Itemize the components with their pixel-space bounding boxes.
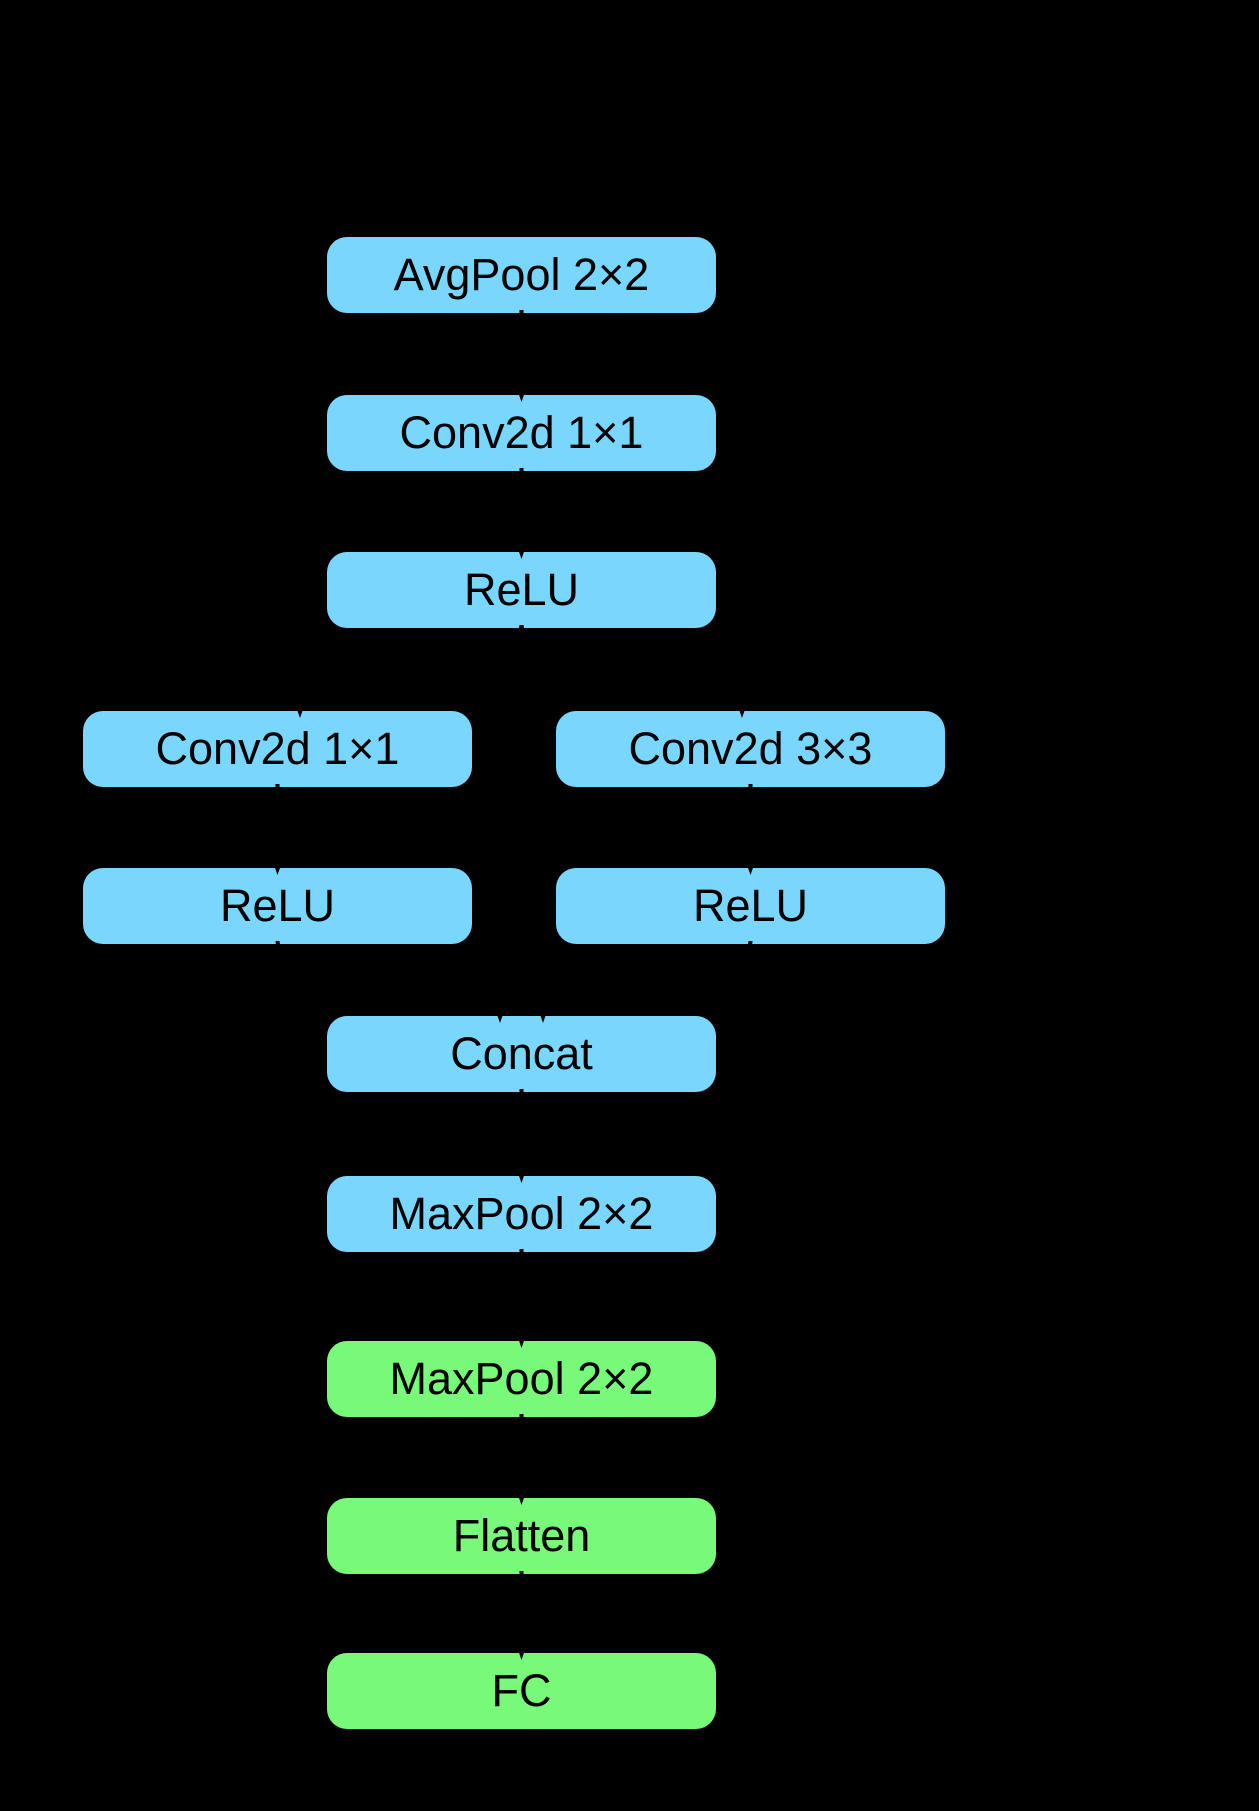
node-avgpool-2x2: AvgPool 2×2 (327, 237, 716, 313)
node-conv2d-3x3-right: Conv2d 3×3 (556, 711, 945, 787)
node-conv2d-1x1-left: Conv2d 1×1 (83, 711, 472, 787)
node-concat: Concat (327, 1016, 716, 1092)
node-maxpool-2x2-blue: MaxPool 2×2 (327, 1176, 716, 1252)
node-conv2d-1x1-main: Conv2d 1×1 (327, 395, 716, 471)
node-maxpool-2x2-green: MaxPool 2×2 (327, 1341, 716, 1417)
node-relu-right: ReLU (556, 868, 945, 944)
node-relu-main: ReLU (327, 552, 716, 628)
node-relu-left: ReLU (83, 868, 472, 944)
node-flatten: Flatten (327, 1498, 716, 1574)
node-fc: FC (327, 1653, 716, 1729)
